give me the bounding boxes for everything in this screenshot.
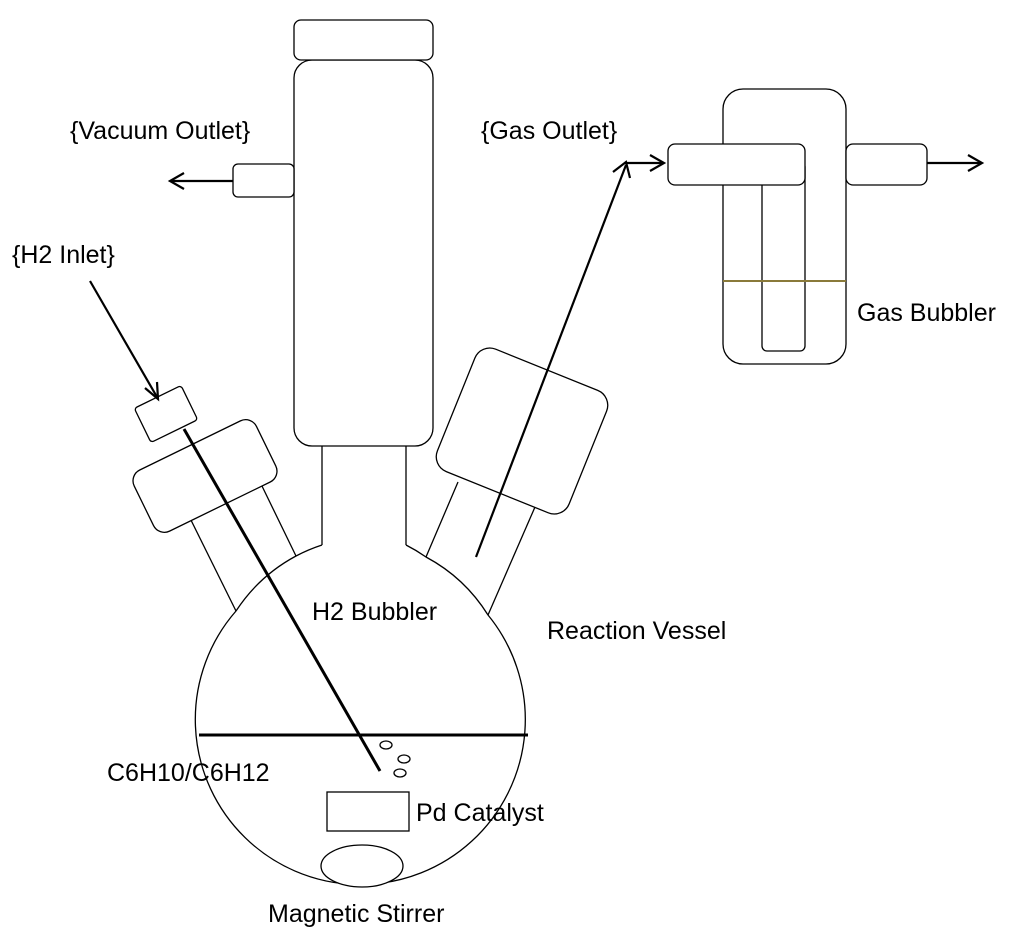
h2-inlet-arrow	[89, 280, 158, 398]
left-neck	[132, 385, 297, 612]
magnetic-stirrer	[320, 844, 404, 888]
bubble	[393, 768, 407, 778]
gas-bubbler	[667, 88, 985, 365]
bubbler-inlet-arm	[667, 143, 806, 186]
bubble	[397, 754, 411, 764]
label-pd-catalyst: Pd Catalyst	[416, 799, 544, 827]
condenser-cap	[293, 19, 434, 61]
label-solution: C6H10/C6H12	[107, 759, 270, 787]
label-reaction-vessel: Reaction Vessel	[547, 617, 726, 645]
arrowhead	[144, 381, 160, 402]
reaction-vessel	[194, 544, 528, 888]
arrowhead	[167, 172, 185, 190]
h2-feed-tube	[182, 428, 382, 772]
label-h2-inlet: {H2 Inlet}	[12, 241, 115, 269]
arrowhead	[967, 154, 985, 172]
condenser	[293, 59, 434, 447]
label-gas-bubbler: Gas Bubbler	[857, 299, 996, 327]
bubbler-outlet-arm	[845, 143, 928, 186]
label-gas-outlet: {Gas Outlet}	[481, 117, 617, 145]
bubble	[379, 740, 393, 750]
gas-outlet-tube	[474, 164, 628, 558]
pd-catalyst	[326, 791, 410, 832]
label-h2-bubbler: H2 Bubbler	[312, 598, 437, 626]
left-stopper	[132, 419, 278, 533]
bubbler-inner-tube	[761, 161, 806, 352]
arrowhead	[649, 154, 667, 172]
label-magnetic-stirrer: Magnetic Stirrer	[268, 900, 444, 928]
center-neck	[232, 19, 434, 545]
right-neck	[425, 347, 609, 616]
right-stopper	[435, 347, 609, 515]
label-vacuum-outlet: {Vacuum Outlet}	[70, 117, 250, 145]
vacuum-outlet-port	[232, 163, 295, 198]
